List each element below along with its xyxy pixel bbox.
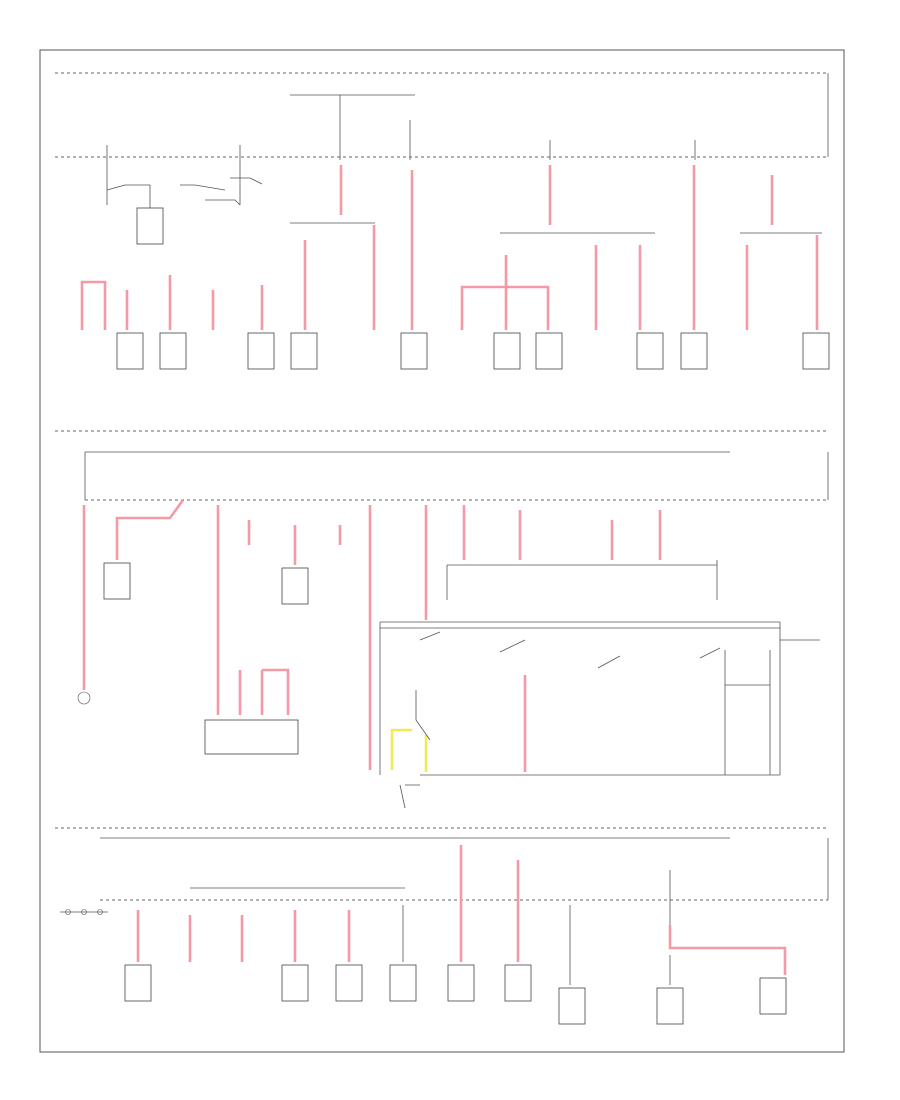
middle-pink-wires <box>82 499 662 772</box>
diagram-frame <box>39 49 845 1053</box>
ground-symbol <box>77 691 91 705</box>
top-relay-switch-1 <box>106 184 226 208</box>
yellow-signal-wires <box>390 728 428 772</box>
lower-fuse-section <box>55 827 829 1025</box>
top-pink-wires <box>80 165 819 330</box>
top-fuse-box-section <box>55 72 830 370</box>
middle-fuse-section <box>55 430 829 809</box>
lower-pink-wires <box>136 845 787 975</box>
middle-component-boxes <box>103 562 309 755</box>
seat-switch-symbol <box>399 690 431 809</box>
top-component-boxes <box>116 332 830 370</box>
top-relay-box-1 <box>136 207 164 245</box>
top-relay-switch-2 <box>205 177 263 206</box>
lower-component-boxes <box>124 964 787 1025</box>
seat-control-module <box>379 621 820 776</box>
battery-terminals <box>60 909 108 915</box>
